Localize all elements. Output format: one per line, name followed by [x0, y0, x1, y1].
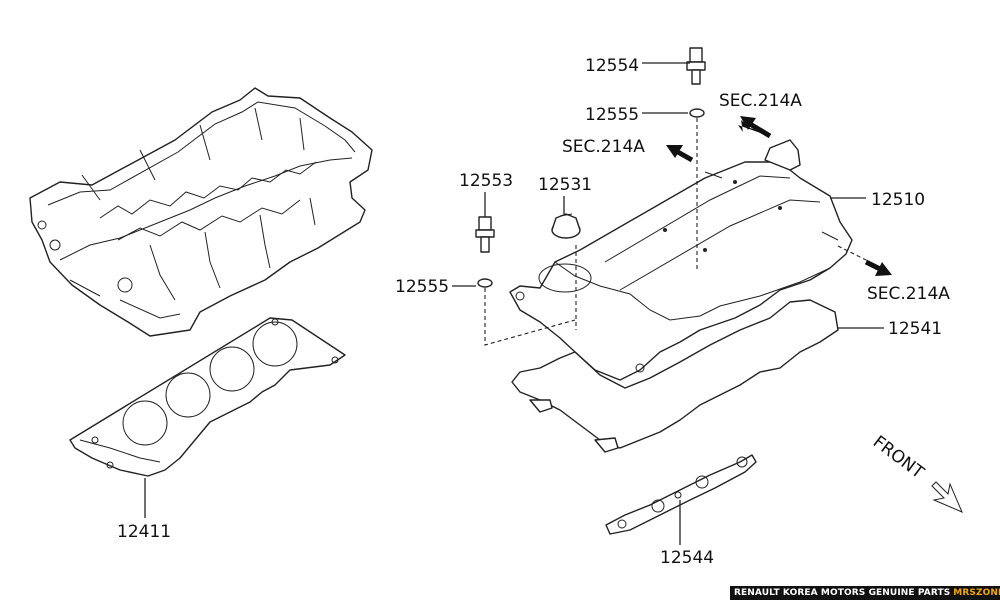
label-12555-top: 12555: [585, 105, 639, 125]
leader-lines: [144, 62, 884, 545]
watermark-brand: MRSZONE: [953, 588, 1000, 598]
label-12553: 12553: [459, 171, 513, 191]
rocker-cover-gasket: [511, 299, 839, 453]
label-12544: 12544: [660, 548, 714, 568]
label-12541: 12541: [888, 319, 942, 339]
cylinder-head: [29, 87, 373, 337]
label-12411: 12411: [117, 522, 171, 542]
label-sec-c: SEC.214A: [867, 284, 950, 304]
washer-12555-top: [689, 108, 705, 118]
section-arrows: [666, 116, 892, 276]
arrow-sec-c: [875, 262, 892, 276]
label-12510: 12510: [871, 190, 925, 210]
bolt-12553: [475, 216, 495, 253]
washer-12555-left: [477, 278, 493, 288]
head-gasket: [69, 317, 346, 477]
arrow-sec-b: [666, 145, 683, 158]
front-arrow: [931, 481, 963, 513]
label-sec-b: SEC.214A: [562, 137, 645, 157]
watermark-text: RENAULT KOREA MOTORS GENUINE PARTS: [734, 588, 951, 598]
plug-tube-gasket: [605, 454, 757, 535]
bolt-12554: [686, 47, 706, 85]
label-12554: 12554: [585, 56, 639, 76]
label-sec-a: SEC.214A: [719, 91, 802, 111]
oil-filler-cap-12531: [551, 213, 581, 239]
label-12555-left: 12555: [395, 277, 449, 297]
watermark-banner: RENAULT KOREA MOTORS GENUINE PARTS MRSZO…: [730, 586, 1000, 600]
label-12531: 12531: [538, 175, 592, 195]
assembly-lines: [484, 118, 871, 346]
